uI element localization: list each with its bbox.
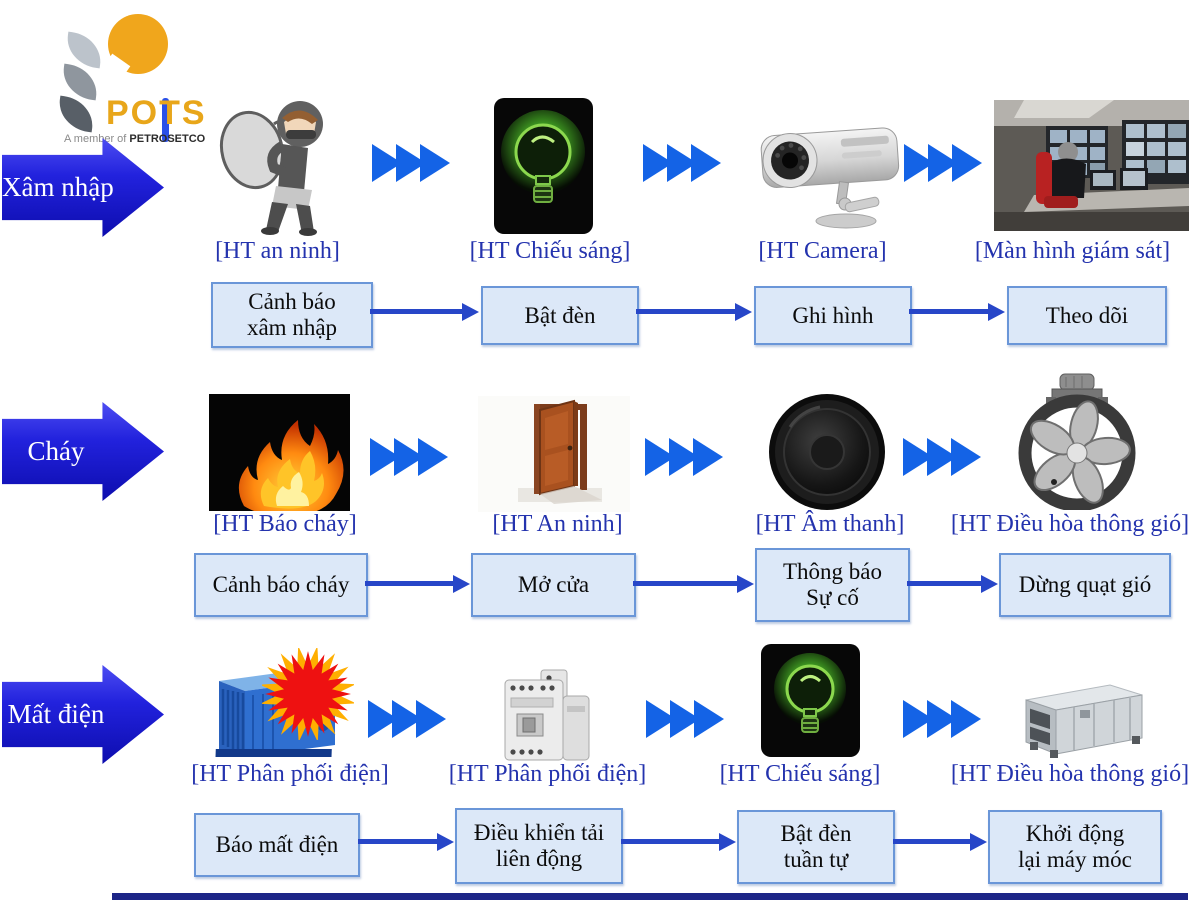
flow-chevrons-icon (645, 434, 725, 480)
flow-chevrons-icon (370, 434, 450, 480)
system-label: [HT an ninh] (215, 238, 340, 264)
action-box: Báo mất điện (194, 813, 360, 877)
system-label: [HT Chiếu sáng] (719, 761, 881, 787)
action-box: Theo dõi (1007, 286, 1167, 345)
system-label: [HT Báo cháy] (213, 511, 357, 537)
trigger-label-power-loss: Mất điện (7, 699, 105, 729)
action-box: Ghi hình (754, 286, 912, 345)
flow-arrow (370, 302, 479, 321)
logo-member-text: A member of PETROSETCO (64, 133, 205, 145)
logo-leaf-dark (55, 95, 97, 133)
system-label: [HT Điều hòa thông gió] (950, 511, 1190, 537)
trigger-arrow-power-loss: Mất điện (2, 665, 164, 764)
logo-leaf-mid (59, 63, 101, 101)
flow-arrow (893, 832, 987, 851)
green-bulb-icon (494, 98, 593, 234)
trigger-arrow-fire: Cháy (2, 402, 164, 501)
flow-arrow (621, 832, 736, 851)
system-label: [HT Âm thanh] (755, 511, 905, 537)
speaker-icon (764, 391, 890, 513)
pots-logo: POTS A member of PETROSETCO (20, 6, 230, 146)
fire-icon (209, 394, 350, 511)
flow-arrow (907, 574, 998, 593)
ahu-icon (1022, 680, 1146, 760)
action-box: Thông báo Sự cố (755, 548, 910, 622)
flow-arrow (636, 302, 752, 321)
action-box: Mở cửa (471, 553, 636, 617)
flow-chevrons-icon (903, 696, 983, 742)
logo-brand-text: POTS (106, 94, 207, 132)
alarm-starburst-icon (262, 648, 354, 740)
control-room-icon (994, 100, 1189, 231)
action-box: Bật đèn (481, 286, 639, 345)
flow-chevrons-icon (903, 434, 983, 480)
trigger-arrow-intrusion: Xâm nhập (2, 138, 164, 237)
action-box: Dừng quạt gió (999, 553, 1171, 617)
slide-footer-bar (112, 893, 1188, 900)
axial-fan-icon (1008, 372, 1146, 510)
flow-chevrons-icon (904, 140, 984, 186)
cctv-camera-icon (746, 104, 908, 232)
trigger-label-intrusion: Xâm nhập (2, 172, 114, 202)
logo-blue-drip (162, 98, 169, 142)
system-label: [HT Điều hòa thông gió] (950, 761, 1190, 787)
action-box: Cảnh báo cháy (194, 553, 368, 617)
action-box: Điều khiển tải liên động (455, 808, 623, 884)
green-bulb-icon (761, 644, 860, 757)
relay-module-icon (503, 666, 591, 763)
flow-chevrons-icon (643, 140, 723, 186)
flow-arrow (633, 574, 754, 593)
action-box: Bật đèn tuần tự (737, 810, 895, 884)
flow-arrow (909, 302, 1005, 321)
flow-chevrons-icon (646, 696, 726, 742)
burglar-icon (212, 94, 348, 236)
logo-member-prefix: A member of (64, 133, 130, 145)
flow-arrow (358, 832, 454, 851)
system-label: [HT Chiếu sáng] (469, 238, 631, 264)
system-label: [Màn hình giám sát] (974, 238, 1171, 264)
trigger-label-fire: Cháy (27, 436, 85, 466)
system-label: [HT Phân phối điện] (191, 761, 389, 787)
action-box: Khởi động lại máy móc (988, 810, 1162, 884)
logo-member-company: PETROSETCO (129, 133, 206, 145)
system-label: [HT Camera] (758, 238, 887, 264)
flow-chevrons-icon (372, 140, 452, 186)
flow-arrow (365, 574, 470, 593)
logo-leaf-light (63, 31, 105, 69)
system-label: [HT Phân phối điện] (448, 761, 647, 787)
open-door-icon (478, 396, 630, 512)
action-box: Cảnh báo xâm nhập (211, 282, 373, 348)
system-label: [HT An ninh] (492, 511, 623, 537)
flow-chevrons-icon (368, 696, 448, 742)
